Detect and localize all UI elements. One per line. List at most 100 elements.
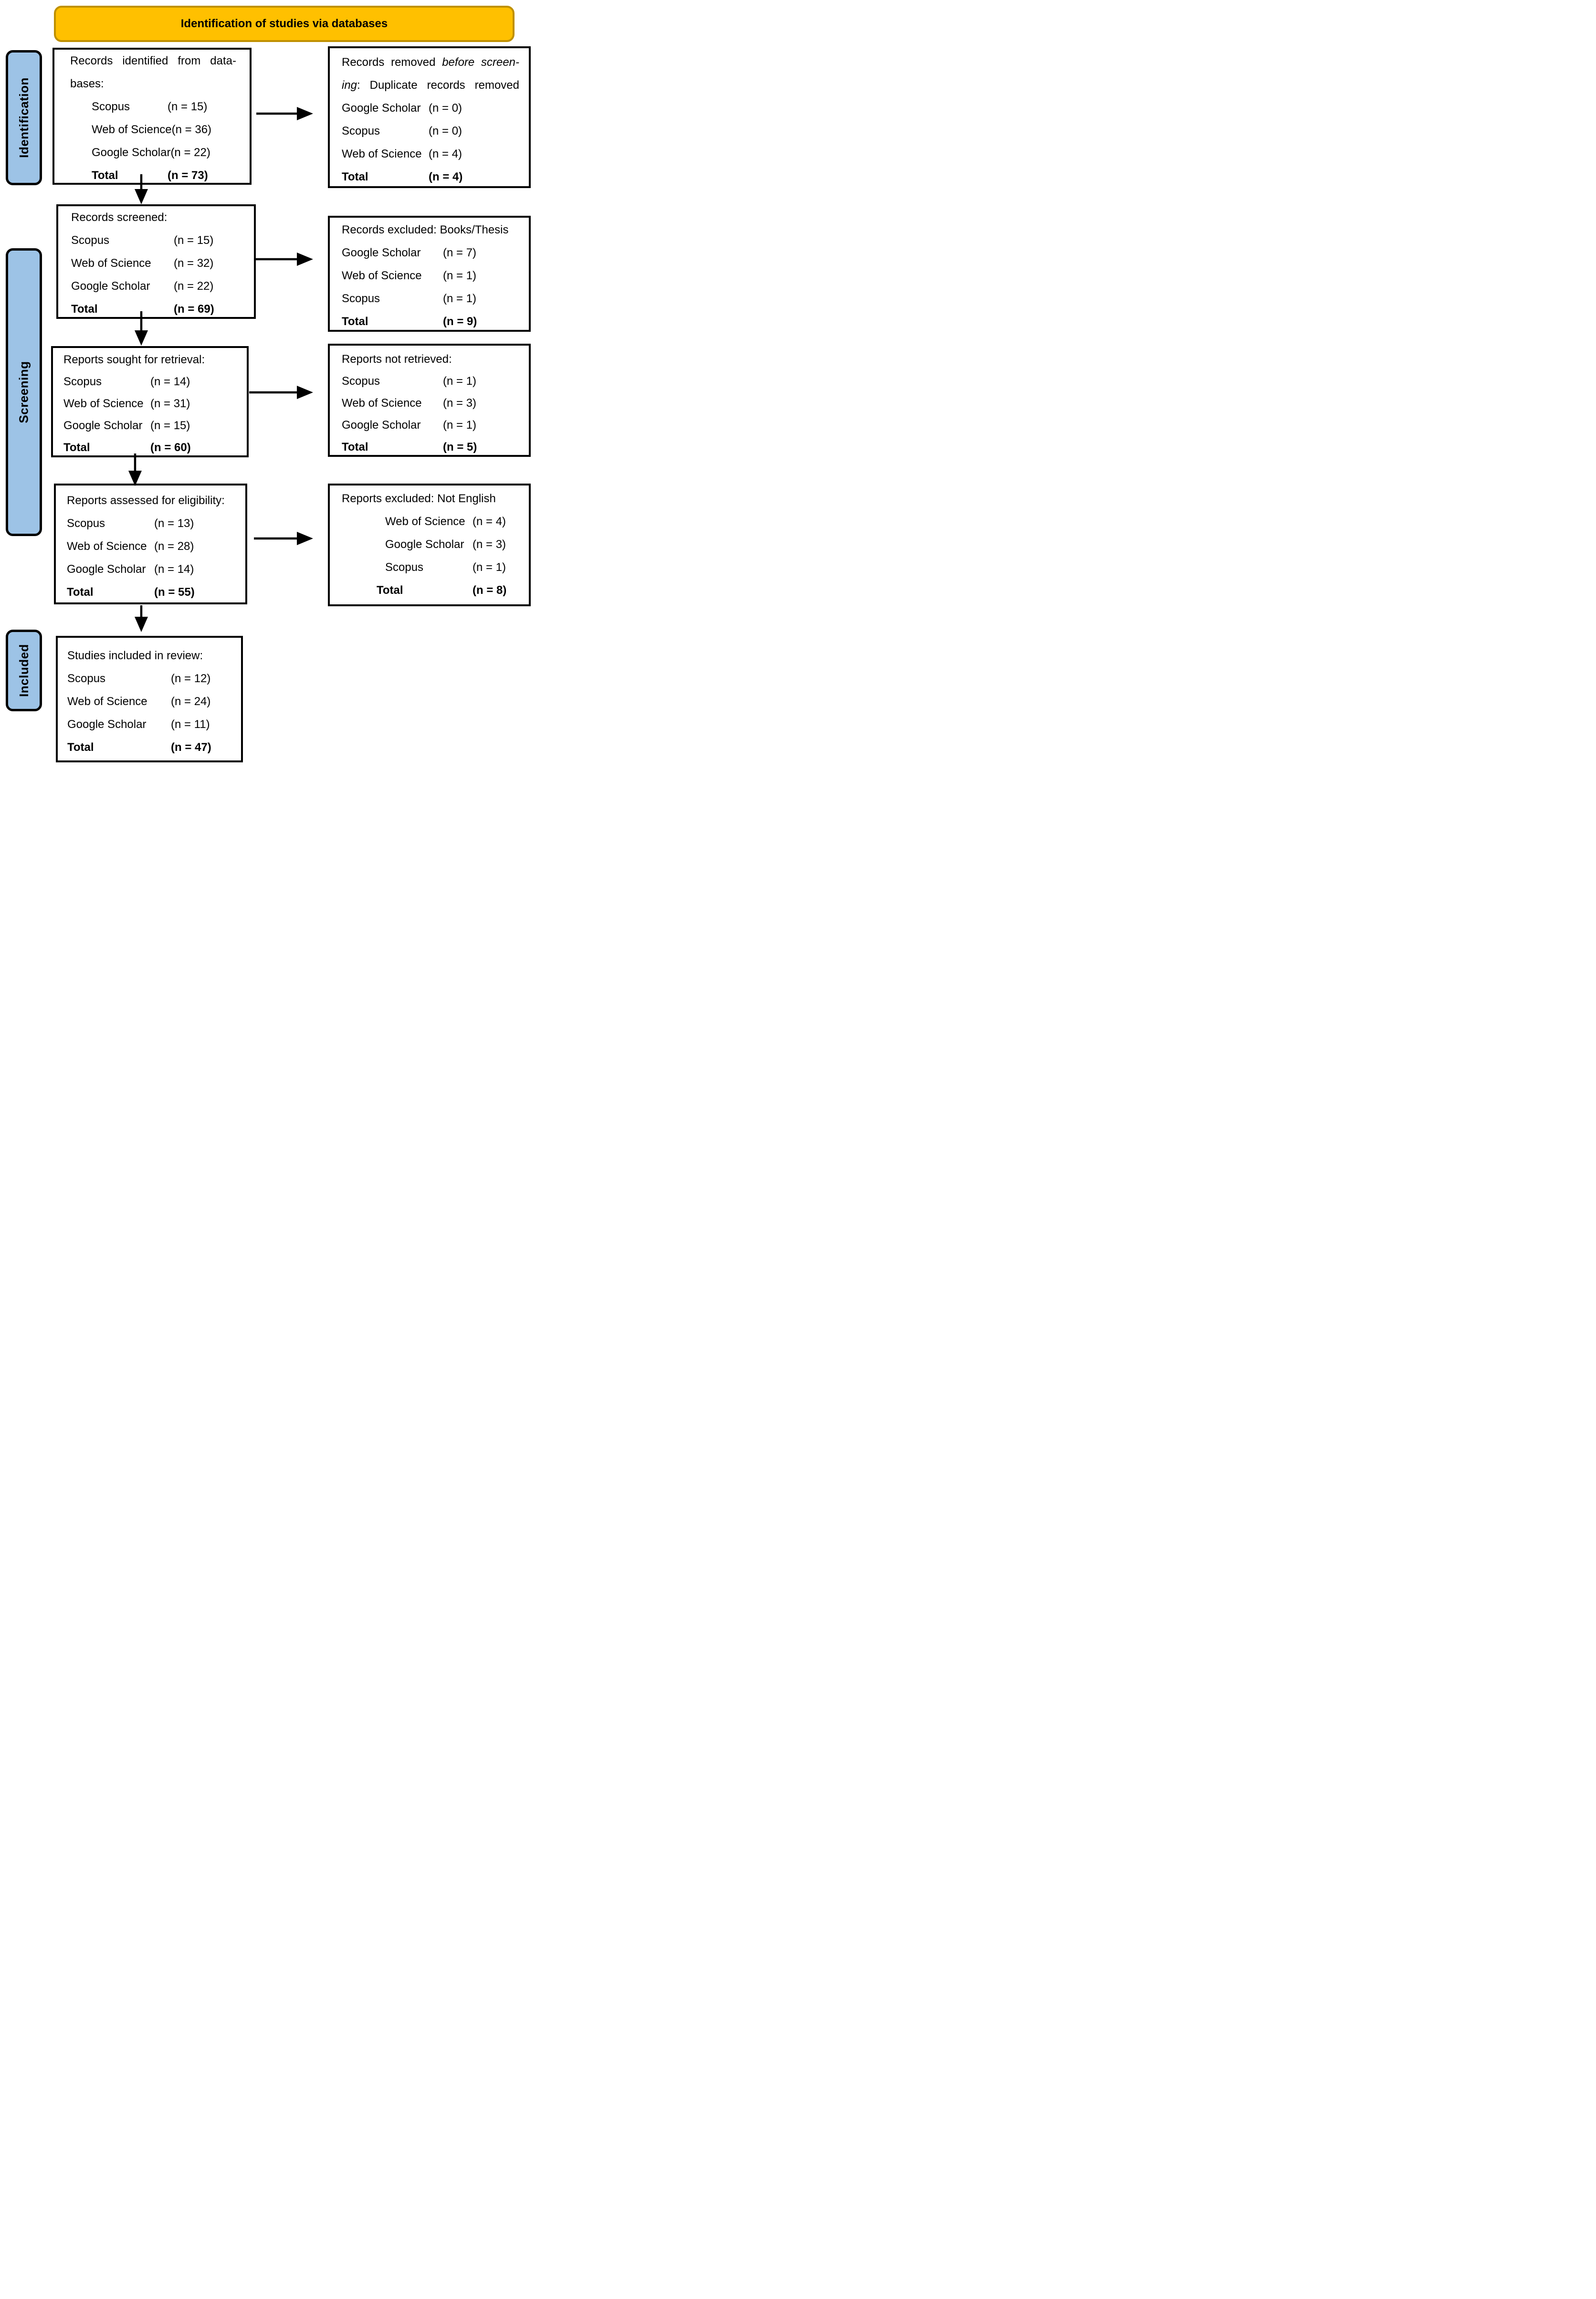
box-records-excluded-books-thesis: Records excluded: Books/Thesis Google Sc… bbox=[328, 216, 531, 332]
stage-bar-screening: Screening bbox=[6, 248, 42, 536]
source-label: Scopus bbox=[342, 375, 380, 388]
box-reports-assessed: Reports assessed for eligibility: Scopus… bbox=[54, 484, 247, 604]
count-value: (n = 31) bbox=[150, 397, 190, 410]
box-title-line: Records excluded: Books/Thesis bbox=[342, 223, 509, 236]
total-row: Total(n = 8) bbox=[330, 579, 529, 602]
title-text: Records removed bbox=[342, 56, 442, 69]
total-label: Total bbox=[92, 169, 118, 182]
source-label: Google Scholar bbox=[385, 538, 464, 551]
box-title-line: Reports excluded: Not English bbox=[342, 492, 496, 505]
total-row: Total (n = 4) bbox=[330, 166, 529, 189]
box-reports-excluded-not-english: Reports excluded: Not English Web of Sci… bbox=[328, 484, 531, 606]
source-label: Scopus bbox=[92, 100, 130, 113]
count-value: (n = 24) bbox=[171, 695, 211, 708]
stat-row: Google Scholar (n = 11) bbox=[58, 713, 241, 736]
total-value: (n = 60) bbox=[150, 441, 191, 454]
stat-row: Web of Science(n = 4) bbox=[330, 510, 529, 533]
stage-label-identification: Identification bbox=[16, 77, 31, 158]
count-value: (n = 1) bbox=[443, 375, 477, 388]
stat-row: Web of Science (n = 24) bbox=[58, 690, 241, 713]
total-label: Total bbox=[342, 170, 368, 183]
stat-row: Scopus(n = 15) bbox=[58, 229, 254, 252]
count-value: (n = 4) bbox=[429, 148, 462, 160]
source-label: Scopus bbox=[385, 561, 424, 574]
count-value: (n = 3) bbox=[443, 397, 477, 410]
source-label: Google Scholar bbox=[92, 146, 171, 159]
source-label: Google Scholar bbox=[342, 102, 421, 115]
count-value: (n = 15) bbox=[174, 234, 214, 247]
title-text: : Duplicate records removed bbox=[357, 79, 519, 92]
box-records-identified: Records identified from data- bases: Sco… bbox=[52, 48, 252, 185]
count-value: (n = 13) bbox=[154, 517, 194, 530]
box-title-line: Reports not retrieved: bbox=[342, 353, 452, 366]
total-row: Total(n = 60) bbox=[53, 437, 247, 459]
source-label: Scopus bbox=[67, 672, 106, 685]
source-label: Web of Science bbox=[342, 148, 422, 160]
stat-row: Google Scholar(n = 22) bbox=[54, 141, 250, 164]
count-value: (n = 32) bbox=[174, 257, 214, 270]
source-label: Web of Science bbox=[71, 257, 151, 270]
count-value: (n = 15) bbox=[168, 100, 208, 113]
source-label: Google Scholar bbox=[67, 563, 146, 576]
stat-row: Scopus (n = 12) bbox=[58, 667, 241, 690]
stat-row: Google Scholar (n = 14) bbox=[56, 558, 245, 581]
box-title-line: Records identified from data- bbox=[70, 54, 236, 67]
total-value: (n = 4) bbox=[429, 170, 463, 183]
stat-row: Scopus (n = 15) bbox=[54, 95, 250, 118]
stat-row: Google Scholar(n = 22) bbox=[58, 275, 254, 298]
arrow-right-assessed-to-excluded-english-icon bbox=[254, 532, 313, 545]
stat-row: Scopus (n = 1) bbox=[330, 287, 529, 310]
source-label: Scopus bbox=[342, 292, 380, 305]
total-row: Total (n = 73) bbox=[54, 164, 250, 187]
count-value: (n = 11) bbox=[171, 718, 210, 731]
count-value: (n = 1) bbox=[443, 292, 477, 305]
source-label: Web of Science bbox=[92, 123, 172, 136]
source-label: Web of Science bbox=[342, 397, 422, 410]
count-value: (n = 36) bbox=[171, 123, 212, 136]
box-reports-sought: Reports sought for retrieval: Scopus(n =… bbox=[51, 346, 249, 457]
box-title-line: ing: Duplicate records removed bbox=[330, 74, 529, 97]
box-title-line: Reports sought for retrieval: bbox=[63, 353, 205, 366]
stat-row: Scopus(n = 13) bbox=[56, 512, 245, 535]
total-label: Total bbox=[67, 741, 94, 754]
source-label: Google Scholar bbox=[71, 280, 150, 293]
total-row: Total(n = 55) bbox=[56, 581, 245, 604]
arrow-right-screened-to-excluded-icon bbox=[256, 253, 313, 266]
total-value: (n = 69) bbox=[174, 303, 214, 316]
box-records-screened: Records screened: Scopus(n = 15) Web of … bbox=[56, 204, 256, 319]
stage-bar-included: Included bbox=[6, 630, 42, 711]
count-value: (n = 4) bbox=[472, 515, 506, 528]
stat-row: Scopus (n = 1) bbox=[330, 370, 529, 392]
stat-row: Google Scholar(n = 3) bbox=[330, 533, 529, 556]
source-label: Web of Science bbox=[67, 695, 147, 708]
box-title-line: Reports assessed for eligibility: bbox=[67, 494, 225, 507]
stage-bar-identification: Identification bbox=[6, 50, 42, 185]
box-studies-included: Studies included in review: Scopus(n = 1… bbox=[56, 636, 243, 762]
arrow-right-identified-to-removed-icon bbox=[256, 107, 313, 120]
title-text-italic: ing bbox=[342, 79, 357, 92]
count-value: (n = 12) bbox=[171, 672, 211, 685]
count-value: (n = 1) bbox=[443, 269, 477, 282]
source-label: Google Scholar bbox=[342, 419, 421, 432]
arrow-right-sought-to-not-retrieved-icon bbox=[249, 386, 313, 399]
count-value: (n = 0) bbox=[429, 125, 462, 137]
title-text-italic: before screen- bbox=[442, 56, 520, 69]
total-value: (n = 5) bbox=[443, 441, 477, 453]
stat-row: Google Scholar(n = 7) bbox=[330, 242, 529, 264]
total-value: (n = 73) bbox=[168, 169, 208, 182]
source-label: Google Scholar bbox=[67, 718, 147, 731]
source-label: Web of Science bbox=[67, 540, 147, 553]
box-reports-not-retrieved: Reports not retrieved: Scopus (n = 1) Web… bbox=[328, 344, 531, 457]
count-value: (n = 14) bbox=[150, 375, 190, 388]
stage-label-screening: Screening bbox=[16, 361, 31, 423]
box-records-removed-before-screening: Records removed before screen- ing: Dupl… bbox=[328, 46, 531, 188]
source-label: Web of Science bbox=[342, 269, 422, 282]
total-row: Total(n = 5) bbox=[330, 436, 529, 458]
count-value: (n = 22) bbox=[170, 146, 210, 159]
total-label: Total bbox=[71, 303, 98, 316]
count-value: (n = 0) bbox=[429, 102, 462, 115]
source-label: Google Scholar bbox=[63, 419, 143, 432]
count-value: (n = 14) bbox=[154, 563, 194, 576]
stat-row: Google Scholar(n = 15) bbox=[53, 415, 247, 437]
stage-label-included: Included bbox=[16, 644, 31, 697]
